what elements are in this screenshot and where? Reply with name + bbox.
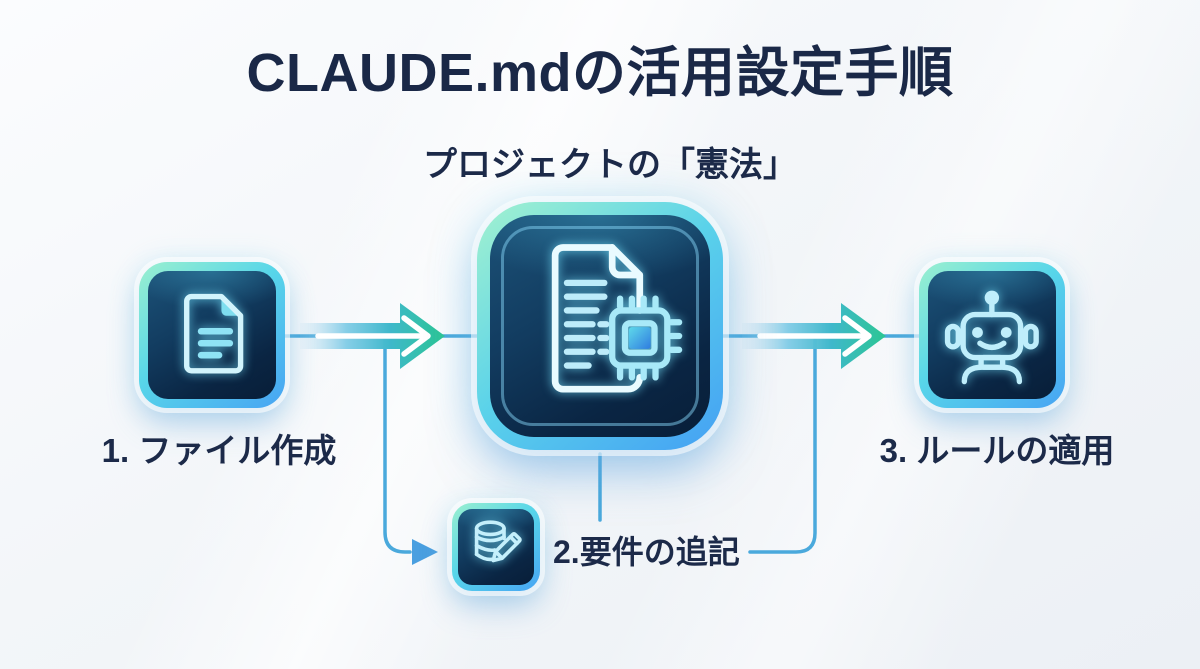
document-chip-icon — [551, 243, 682, 393]
database-edit-icon — [474, 520, 522, 563]
robot-icon — [944, 290, 1039, 385]
document-icon — [184, 293, 244, 374]
step1-node — [139, 262, 285, 408]
connector-branch-to-step2 — [383, 334, 412, 554]
small-arrowhead-icon — [412, 539, 438, 565]
connector-step2-return — [748, 338, 817, 554]
center-node-caption: プロジェクトの「憲法」 — [423, 146, 797, 184]
step3-label: 3. ルールの適用 — [879, 432, 1115, 469]
center-node — [477, 202, 723, 450]
arrow-step1-to-center-icon — [300, 303, 445, 369]
step3-node — [919, 262, 1065, 408]
page-title: CLAUDE.mdの活用設定手順 — [246, 43, 954, 103]
step2-label: 2.要件の追記 — [553, 534, 740, 570]
step1-label: 1. ファイル作成 — [101, 432, 337, 469]
step2-node — [452, 503, 540, 591]
